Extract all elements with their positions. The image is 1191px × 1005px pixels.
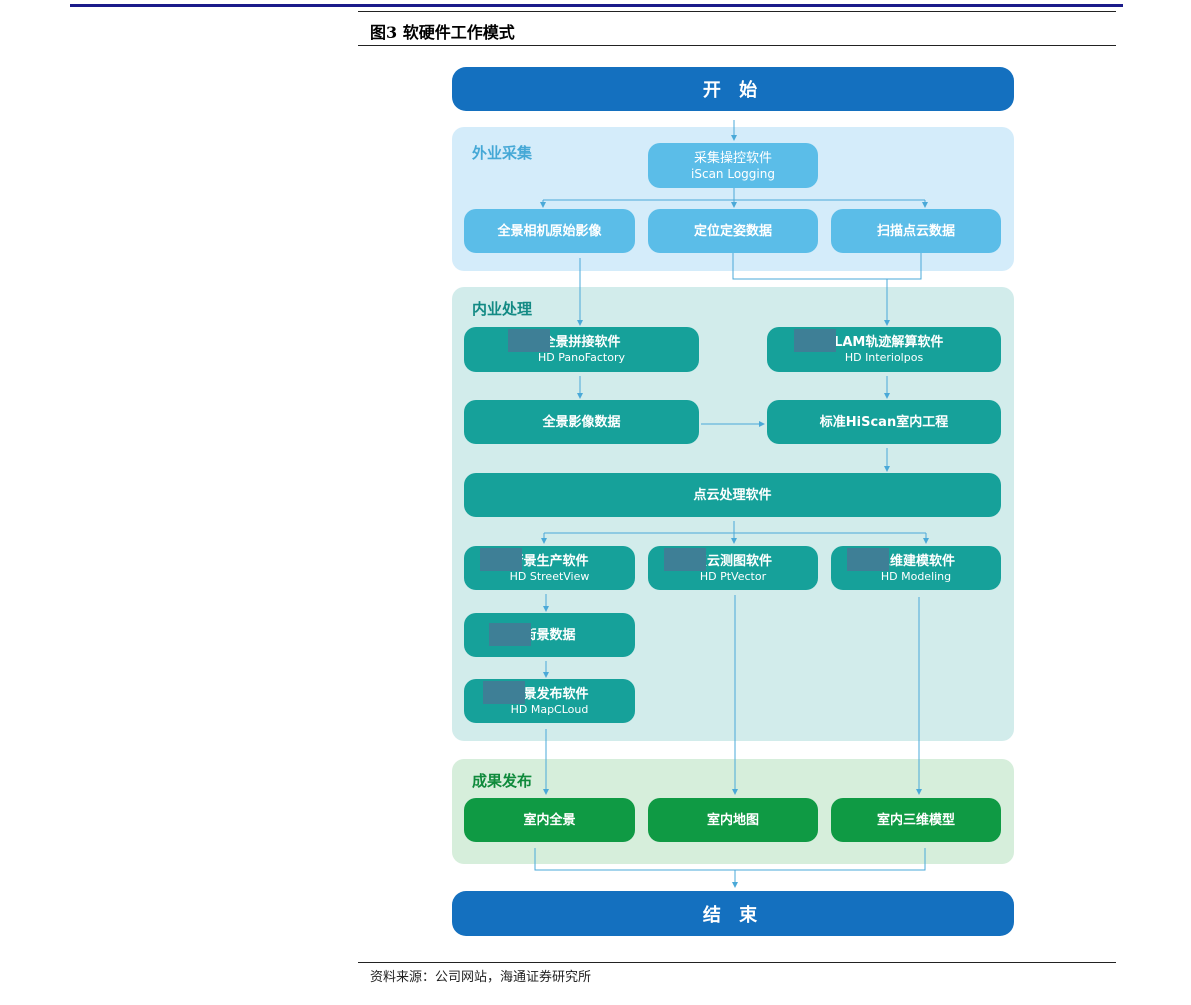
field-output-label: 扫描点云数据 (876, 223, 955, 239)
field-output-panorama-raw: 全景相机原始影像 (464, 209, 635, 253)
redaction-block (794, 329, 836, 352)
field-output-label: 全景相机原始影像 (497, 223, 602, 239)
result-label: 室内地图 (706, 812, 759, 828)
pano-stitch-product: HD PanoFactory (537, 351, 625, 364)
streetview-publish-software-box: 街景发布软件 HD MapCLoud (464, 679, 635, 723)
result-label: 室内三维模型 (876, 812, 955, 828)
hiscan-project-box: 标准HiScan室内工程 (767, 400, 1001, 444)
pano-image-data-box: 全景影像数据 (464, 400, 699, 444)
redaction-block (480, 548, 522, 571)
result-indoor-3d-model: 室内三维模型 (831, 798, 1001, 842)
redaction-block (508, 329, 550, 352)
streetview-product: HD StreetView (509, 569, 590, 583)
redaction-block (847, 548, 889, 571)
slam-name: SLAM轨迹解算软件 (824, 335, 944, 350)
streetview-data-label: 街景数据 (523, 627, 576, 643)
redaction-block (483, 681, 525, 704)
streetview-publish-product: HD MapCLoud (510, 702, 589, 716)
caption-top-rule (358, 11, 1116, 12)
pano-image-data-label: 全景影像数据 (542, 414, 621, 430)
ptvector-software-box: 点云测图软件 HD PtVector (648, 546, 818, 590)
field-collection-title: 外业采集 (472, 144, 533, 162)
top-rule (70, 4, 1123, 7)
results-publish-title: 成果发布 (472, 772, 533, 790)
modeling-name: 三维建模软件 (876, 553, 955, 569)
slam-software-box: SLAM轨迹解算软件 HD Interiolpos (767, 327, 1001, 372)
field-output-pose-data: 定位定姿数据 (648, 209, 818, 253)
office-processing-title: 内业处理 (472, 300, 533, 318)
pointcloud-software-box: 点云处理软件 (464, 473, 1001, 517)
ptvector-product: HD PtVector (699, 569, 767, 583)
hiscan-project-label: 标准HiScan室内工程 (819, 414, 949, 430)
figure-title: 图3 软硬件工作模式 (370, 23, 515, 42)
capture-control-software-box: 采集操控软件 iScan Logging (648, 143, 818, 188)
ptvector-name: 点云测图软件 (693, 553, 772, 569)
capture-control-name: 采集操控软件 (693, 151, 772, 166)
end-node: 结 束 (452, 891, 1014, 936)
modeling-product: HD Modeling (880, 569, 952, 583)
redaction-block (489, 623, 531, 646)
pano-stitch-software-box: 全景拼接软件 HD PanoFactory (464, 327, 699, 372)
source-rule (358, 962, 1116, 963)
modeling-software-box: 三维建模软件 HD Modeling (831, 546, 1001, 590)
figure-source: 资料来源：公司网站，海通证券研究所 (370, 970, 592, 985)
pano-stitch-name: 全景拼接软件 (542, 335, 621, 350)
field-output-label: 定位定姿数据 (693, 223, 772, 239)
streetview-name: 街景生产软件 (510, 553, 589, 569)
streetview-software-box: 街景生产软件 HD StreetView (464, 546, 635, 590)
result-indoor-map: 室内地图 (648, 798, 818, 842)
start-node: 开 始 (452, 67, 1014, 111)
streetview-data-box: 街景数据 (464, 613, 635, 657)
pointcloud-software-label: 点云处理软件 (693, 487, 772, 503)
streetview-publish-name: 街景发布软件 (510, 686, 589, 702)
slam-product: HD Interiolpos (844, 351, 924, 364)
field-output-pointcloud-data: 扫描点云数据 (831, 209, 1001, 253)
result-label: 室内全景 (523, 812, 576, 828)
capture-control-product: iScan Logging (691, 167, 775, 181)
redaction-block (664, 548, 706, 571)
caption-bottom-rule (358, 45, 1116, 46)
result-indoor-panorama: 室内全景 (464, 798, 635, 842)
